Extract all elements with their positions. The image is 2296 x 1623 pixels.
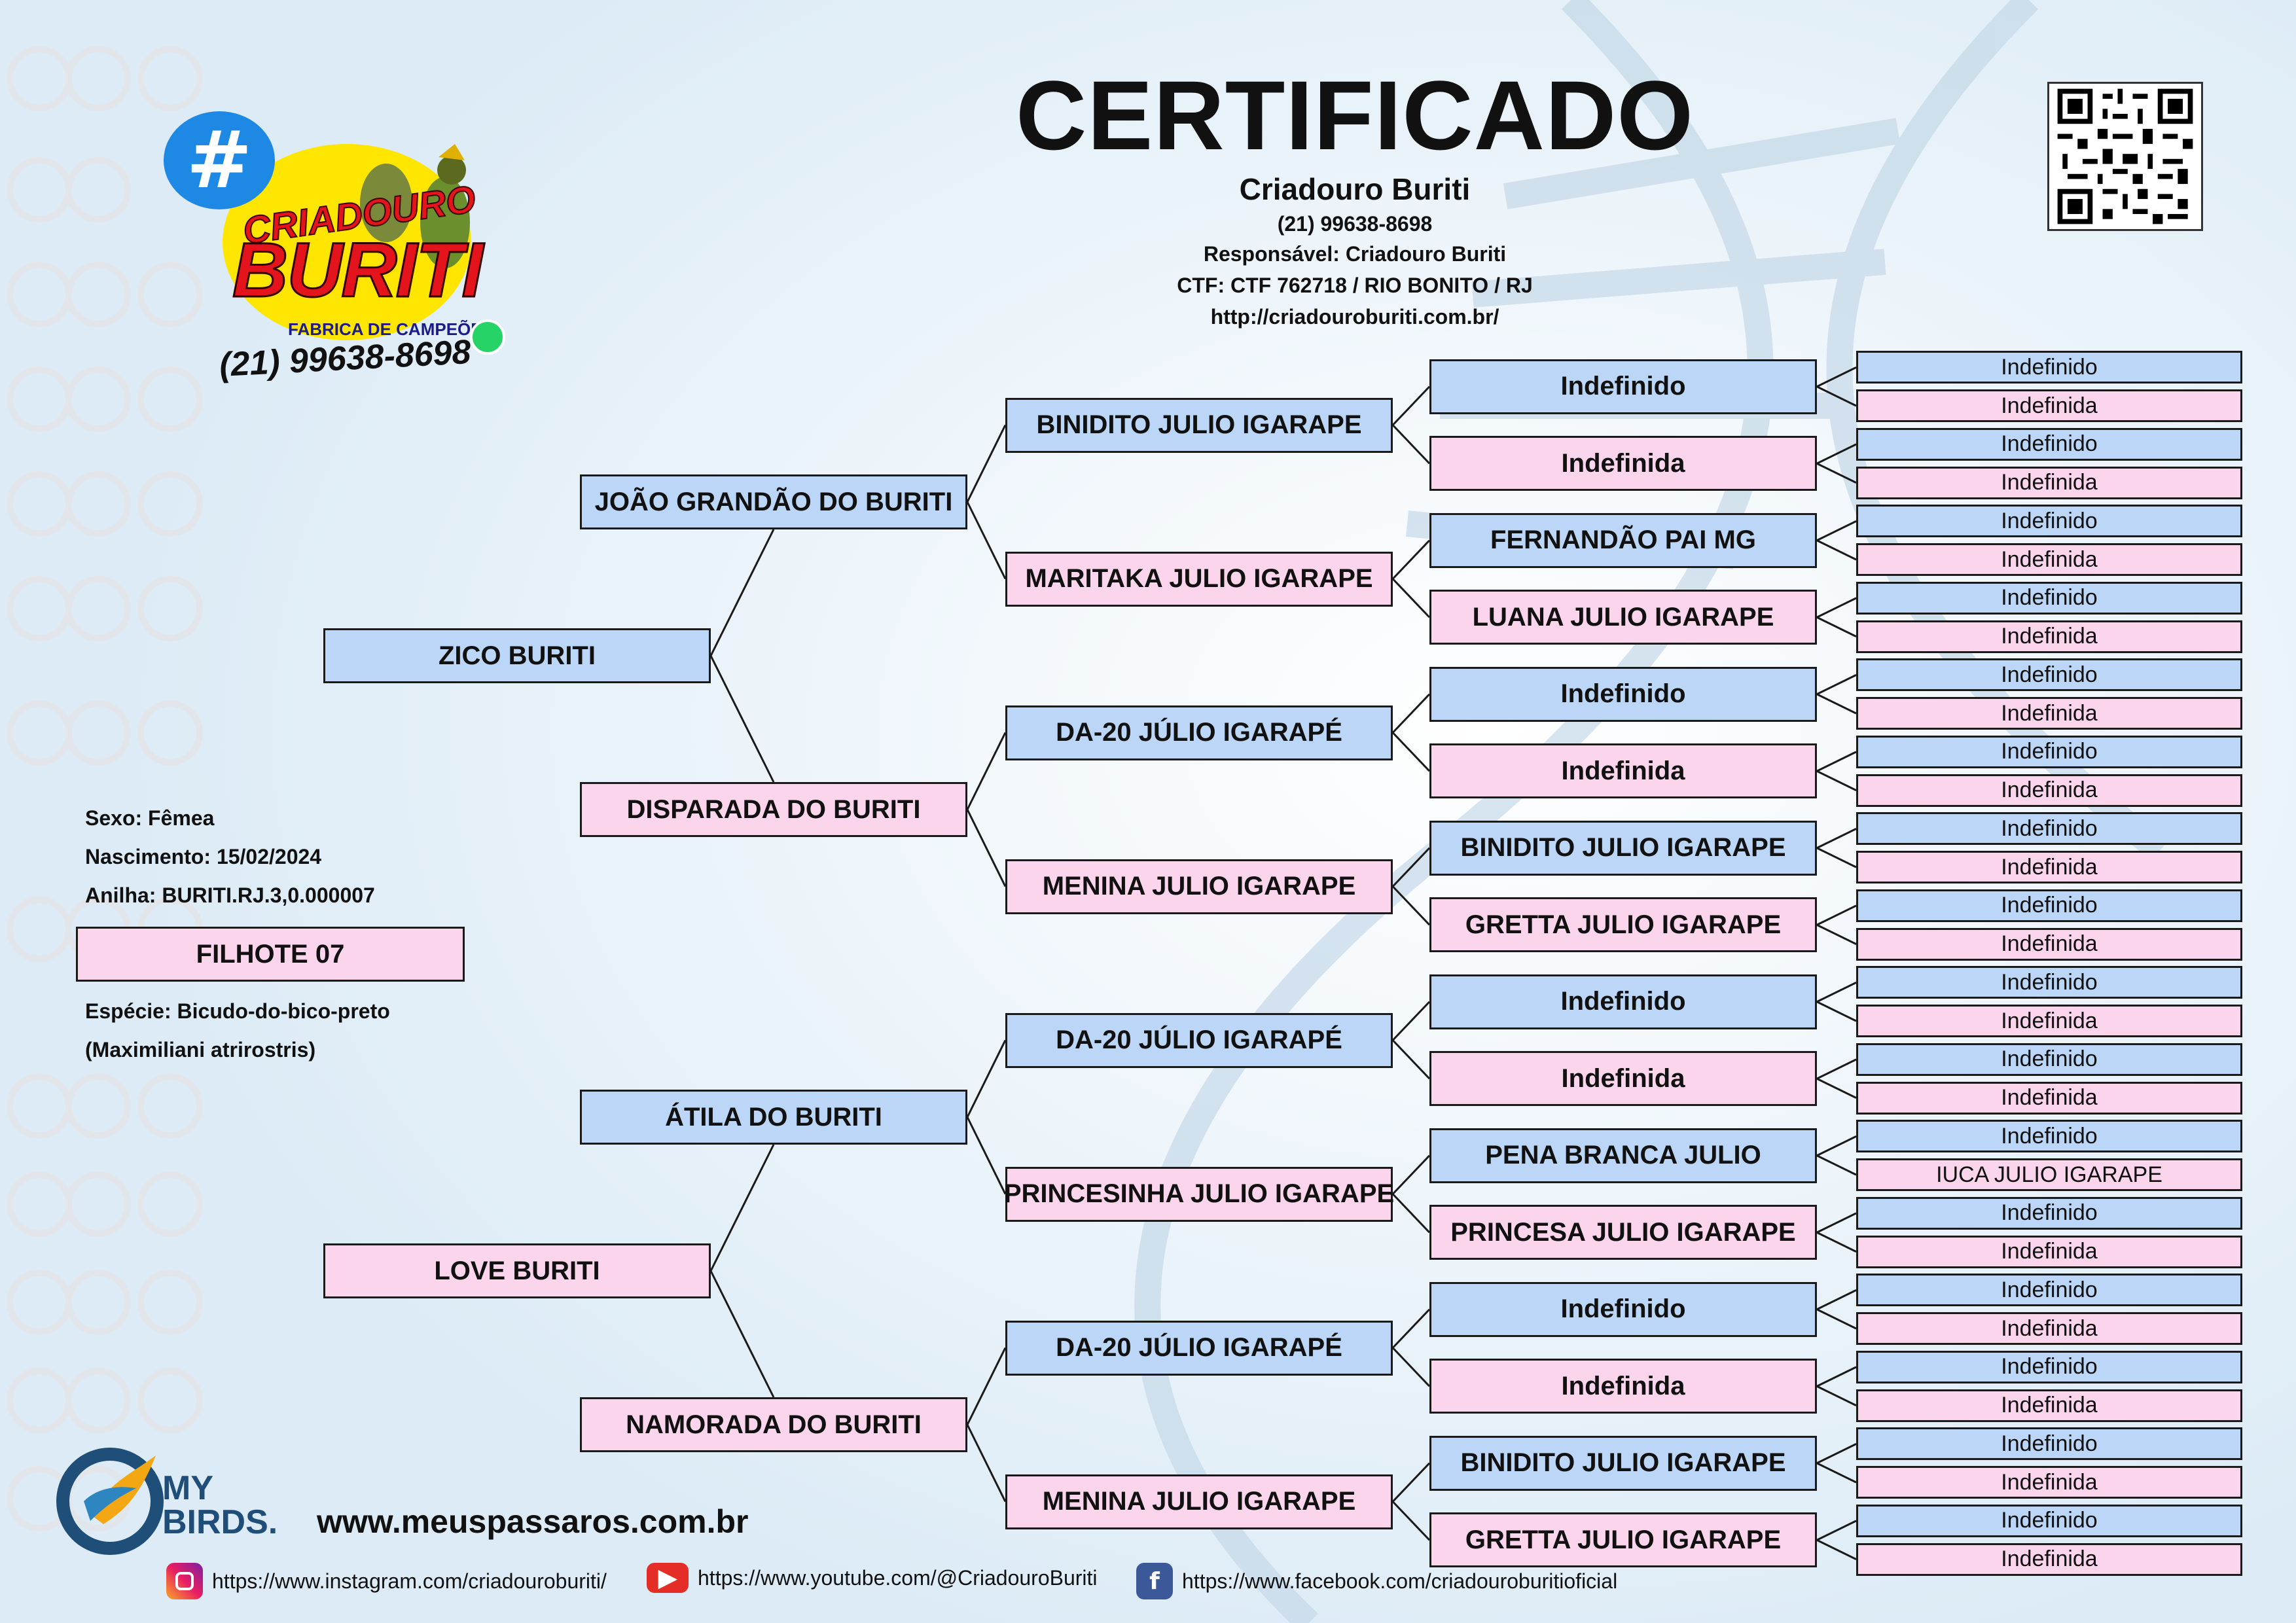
hashtag-glyph: # [186,115,253,206]
gen5-box: Indefinida [1856,1081,2242,1115]
gen4-box: PENA BRANCA JULIO [1429,1128,1817,1183]
gen4-box: PRINCESA JULIO IGARAPE [1429,1205,1817,1260]
great-grandparent-box: DA-20 JÚLIO IGARAPÉ [1005,705,1393,760]
great-grandparent-box: MARITAKA JULIO IGARAPE [1005,551,1393,607]
gen5-box: Indefinido [1856,735,2242,768]
grandparent-box: DISPARADA DO BURITI [580,782,967,837]
gen4-box: GRETTA JULIO IGARAPE [1429,1512,1817,1568]
gen4-box: FERNANDÃO PAI MG [1429,512,1817,568]
gen5-box: Indefinido [1856,1350,2242,1383]
bird-species-latin: (Maximiliani atrirostris) [85,1038,316,1061]
facebook-link[interactable]: f https://www.facebook.com/criadouroburi… [1136,1563,1617,1599]
gen5-box: Indefinida [1856,697,2242,730]
bird-species: Espécie: Bicudo-do-bico-preto [85,999,390,1023]
gen5-box: Indefinida [1856,851,2242,884]
gen4-box: Indefinida [1429,743,1817,799]
gen5-box: Indefinida [1856,1543,2242,1576]
instagram-icon [166,1563,203,1599]
breeder-ctf: CTF: CTF 762718 / RIO BONITO / RJ [1177,274,1533,297]
gen5-box: Indefinida [1856,1312,2242,1346]
gen4-box: GRETTA JULIO IGARAPE [1429,897,1817,953]
bird-birth: Nascimento: 15/02/2024 [85,845,322,868]
youtube-url: https://www.youtube.com/@CriadouroBuriti [698,1565,1098,1590]
gen5-box: Indefinida [1856,1466,2242,1499]
gen4-box: Indefinido [1429,974,1817,1029]
grandparent-box: ÁTILA DO BURITI [580,1090,967,1145]
whatsapp-icon [470,319,505,355]
gen4-box: BINIDITO JULIO IGARAPE [1429,1435,1817,1491]
gen5-box: IUCA JULIO IGARAPE [1856,1158,2242,1192]
gen4-box: Indefinida [1429,1051,1817,1107]
gen5-box: Indefinido [1856,812,2242,846]
gen4-box: LUANA JULIO IGARAPE [1429,590,1817,645]
gen5-box: Indefinido [1856,1120,2242,1153]
bird-name-box: FILHOTE 07 [76,927,465,982]
gen4-box: Indefinido [1429,359,1817,414]
gen5-box: Indefinida [1856,466,2242,499]
gen4-box: BINIDITO JULIO IGARAPE [1429,820,1817,876]
facebook-icon: f [1136,1563,1173,1599]
gen5-box: Indefinido [1856,581,2242,615]
youtube-icon: ▶ [647,1563,689,1593]
gen5-box: Indefinido [1856,427,2242,461]
great-grandparent-box: MENINA JULIO IGARAPE [1005,859,1393,914]
certificate-title: CERTIFICADO [1016,60,1694,170]
gen5-box: Indefinido [1856,1274,2242,1307]
qr-code [2047,82,2203,231]
bird-ring: Anilha: BURITI.RJ.3,0.000007 [85,883,375,907]
parent-box: ZICO BURITI [323,628,711,683]
great-grandparent-box: BINIDITO JULIO IGARAPE [1005,397,1393,453]
mybirds-logo: MY BIRDS. [51,1442,300,1560]
gen5-box: Indefinido [1856,505,2242,538]
gen4-box: Indefinido [1429,1281,1817,1337]
breeder-website[interactable]: http://criadouroburiti.com.br/ [1210,305,1499,329]
great-grandparent-box: PRINCESINHA JULIO IGARAPE [1004,1166,1394,1222]
gen5-box: Indefinida [1856,389,2242,423]
breeder-name: Criadouro Buriti [1239,172,1471,206]
gen5-box: Indefinido [1856,658,2242,692]
gen5-box: Indefinida [1856,1389,2242,1422]
hashtag-icon: # [164,111,275,209]
gen5-box: Indefinido [1856,1043,2242,1076]
great-grandparent-box: DA-20 JÚLIO IGARAPÉ [1005,1012,1393,1068]
gen5-box: Indefinida [1856,543,2242,577]
gen5-box: Indefinida [1856,620,2242,653]
grandparent-box: NAMORADA DO BURITI [580,1397,967,1452]
logo-line3: FABRICA DE CAMPEÕES [288,319,493,339]
footer-site[interactable]: www.meuspassaros.com.br [317,1503,749,1540]
gen5-box: Indefinido [1856,351,2242,384]
gen4-box: Indefinida [1429,436,1817,491]
bird-sex: Sexo: Fêmea [85,806,215,830]
facebook-url: https://www.facebook.com/criadouroburiti… [1182,1569,1618,1593]
youtube-link[interactable]: ▶ https://www.youtube.com/@CriadouroBuri… [647,1563,1098,1593]
gen4-box: Indefinido [1429,666,1817,722]
gen5-box: Indefinido [1856,1504,2242,1537]
instagram-url: https://www.instagram.com/criadouroburit… [212,1569,607,1593]
gen4-box: Indefinida [1429,1359,1817,1414]
gen5-box: Indefinido [1856,1196,2242,1230]
mybirds-brand-line1: MY [162,1469,213,1507]
mybirds-brand-line2: BIRDS. [162,1503,278,1541]
gen5-box: Indefinida [1856,927,2242,961]
bird-illustration [360,144,470,268]
mybirds-logo-icon [56,1448,164,1555]
gen5-box: Indefinida [1856,1005,2242,1038]
great-grandparent-box: DA-20 JÚLIO IGARAPÉ [1005,1320,1393,1376]
watermark-pattern [7,46,203,1531]
gen5-box: Indefinido [1856,966,2242,999]
gen5-box: Indefinida [1856,1235,2242,1268]
instagram-link[interactable]: https://www.instagram.com/criadouroburit… [166,1563,607,1599]
gen5-box: Indefinido [1856,889,2242,922]
breeder-phone: (21) 99638-8698 [1277,212,1433,236]
breeder-logo: # CRIADOURO BURITI FABRICA DE CAMPEÕES (… [164,111,530,399]
grandparent-box: JOÃO GRANDÃO DO BURITI [580,474,967,529]
gen5-box: Indefinida [1856,774,2242,807]
great-grandparent-box: MENINA JULIO IGARAPE [1005,1474,1393,1529]
breeder-responsible: Responsável: Criadouro Buriti [1203,242,1507,266]
gen5-box: Indefinido [1856,1427,2242,1461]
logo-line2: BURITI [231,226,484,315]
parent-box: LOVE BURITI [323,1243,711,1298]
